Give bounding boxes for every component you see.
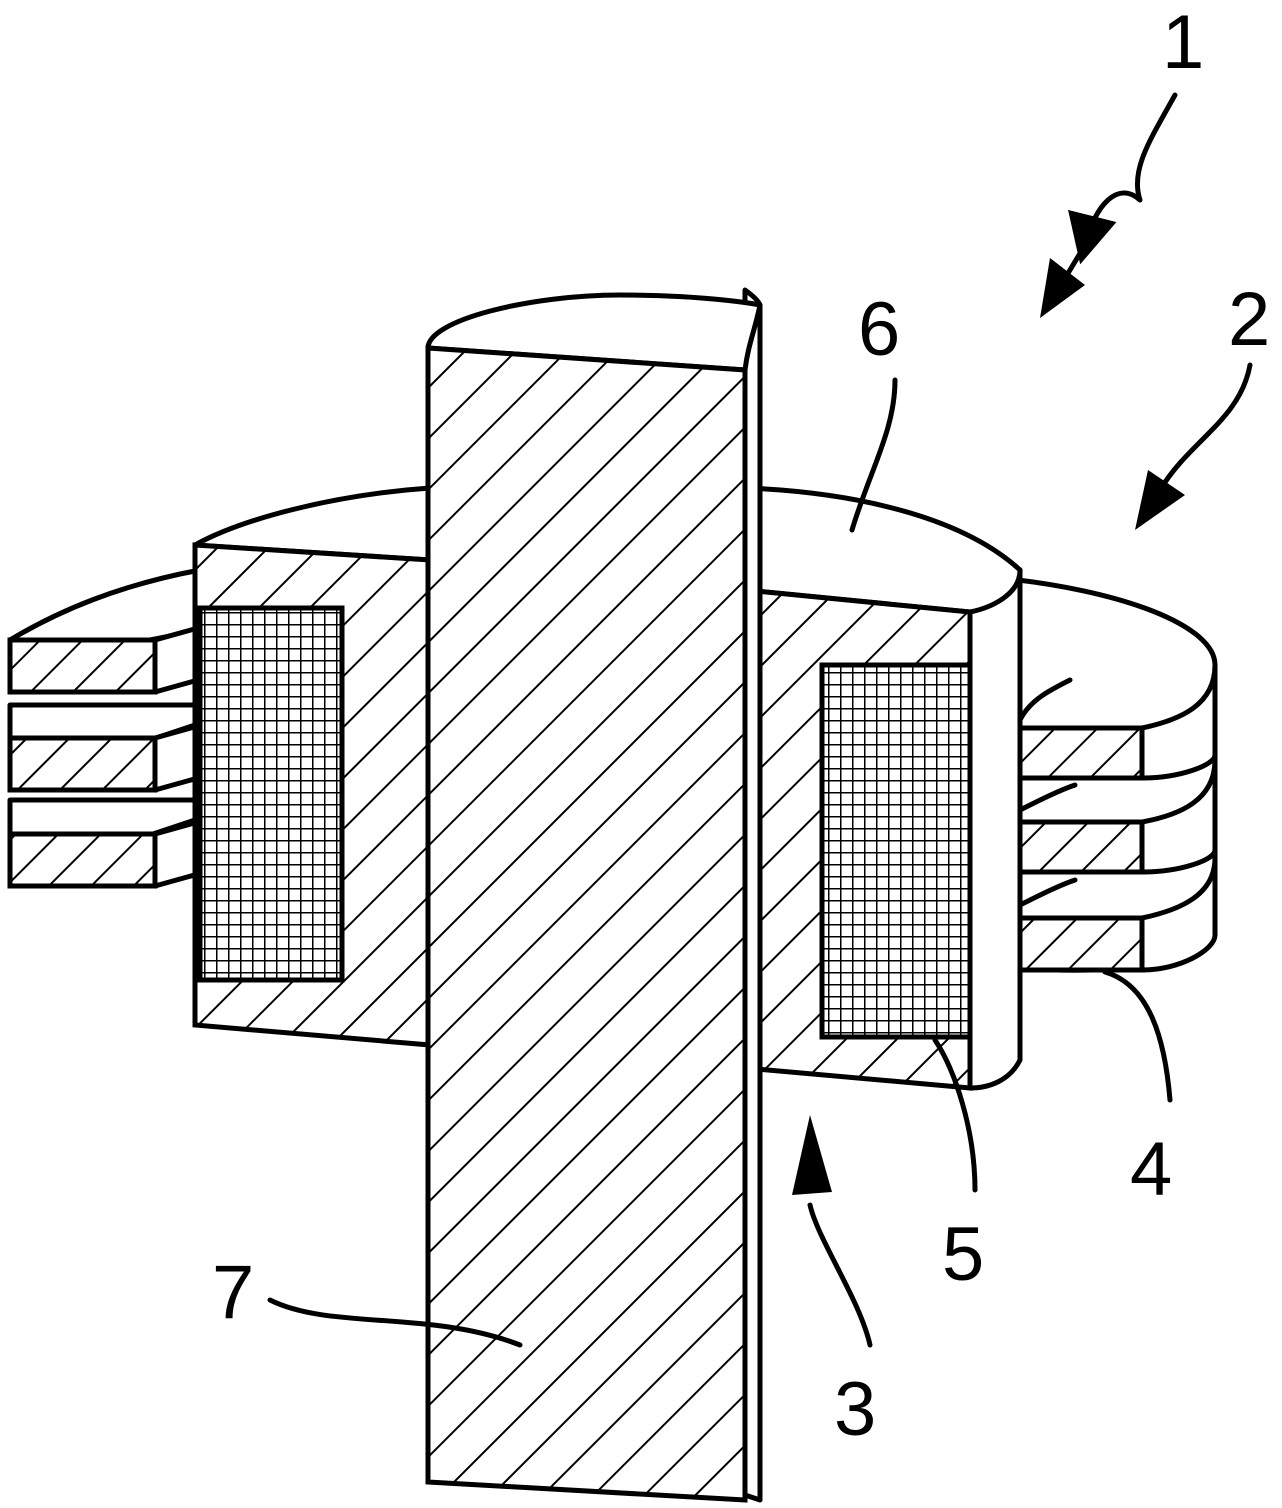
label-4: 4 [1130,1127,1172,1212]
label-5: 5 [942,1212,984,1297]
label-3: 3 [834,1367,876,1452]
shaft-section [425,345,748,1503]
lamination-left-3 [7,831,158,889]
lamination-stack [7,567,1218,973]
label-6: 6 [858,287,900,372]
label-7: 7 [212,1250,254,1335]
label-1: 1 [1162,0,1204,85]
coil-left [197,605,345,983]
lamination-left-2 [7,735,158,793]
shaft [425,287,763,1503]
leader-lines [267,92,1253,1348]
lamination-left-1 [7,637,158,695]
coil-right [819,662,973,1040]
reference-numerals: 1 2 3 4 5 6 7 [212,0,1270,1452]
label-2: 2 [1228,277,1270,362]
